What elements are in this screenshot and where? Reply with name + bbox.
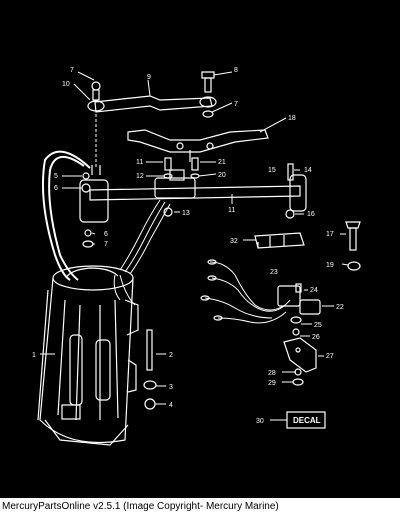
stud-2 (143, 329, 157, 410)
callout-numbers: 7 10 9 8 7 18 5 6 6 7 11 12 21 20 13 15 … (32, 67, 344, 425)
callout-22: 21 (218, 159, 226, 166)
callout-25: 24 (310, 287, 318, 294)
tie-bar (79, 165, 307, 223)
callout-14: 13 (182, 210, 190, 217)
callout-32: 30 (256, 418, 264, 425)
callout-13: 12 (136, 173, 144, 180)
callout-19: 19 (326, 262, 334, 269)
diagram-canvas: DECAL 7 (0, 0, 400, 498)
callout-31: 32 (230, 238, 238, 245)
callout-18: 17 (326, 231, 334, 238)
callout-8: 8 (234, 67, 238, 74)
callout-24: 23 (270, 269, 278, 276)
callout-10: 10 (62, 81, 70, 88)
decal-box: DECAL (270, 411, 326, 429)
callout-27: 26 (312, 334, 320, 341)
callout-12: 11 (136, 159, 143, 166)
callout-7a: 7 (70, 67, 74, 74)
parts-exploded-diagram: DECAL 7 (32, 67, 361, 446)
callout-1: 1 (32, 352, 36, 359)
callout-11: 11 (228, 207, 235, 214)
callout-16: 15 (268, 167, 276, 174)
bolt-18 (345, 221, 361, 271)
callout-17: 16 (307, 211, 315, 218)
rubber-block (254, 232, 305, 249)
leader-lines (40, 71, 349, 405)
copyright-caption: MercuryPartsOnline v2.5.1 (Image Copyrig… (2, 501, 279, 512)
callout-7b: 7 (234, 101, 238, 108)
motor-assembly (37, 265, 139, 446)
callout-4: 4 (169, 402, 173, 409)
callout-23: 22 (336, 304, 344, 311)
relay-bracket (283, 337, 317, 386)
callout-2: 2 (169, 352, 173, 359)
callout-21: 20 (218, 172, 226, 179)
callout-15: 14 (304, 167, 312, 174)
motor-cables (41, 150, 171, 306)
wire-harness (200, 259, 321, 336)
callout-30: 29 (268, 380, 276, 387)
callout-29: 28 (268, 370, 276, 377)
callout-6a: 6 (54, 185, 58, 192)
callout-3: 3 (169, 384, 173, 391)
link-arm (87, 71, 217, 168)
callout-20: 18 (288, 115, 296, 122)
callout-5: 5 (54, 173, 58, 180)
callout-28: 27 (326, 353, 334, 360)
callout-7c: 7 (104, 241, 108, 248)
callout-9: 9 (147, 74, 151, 81)
mounting-bracket (127, 129, 269, 162)
callout-6b: 6 (104, 231, 108, 238)
decal-label: DECAL (293, 416, 321, 425)
callout-26: 25 (314, 322, 322, 329)
